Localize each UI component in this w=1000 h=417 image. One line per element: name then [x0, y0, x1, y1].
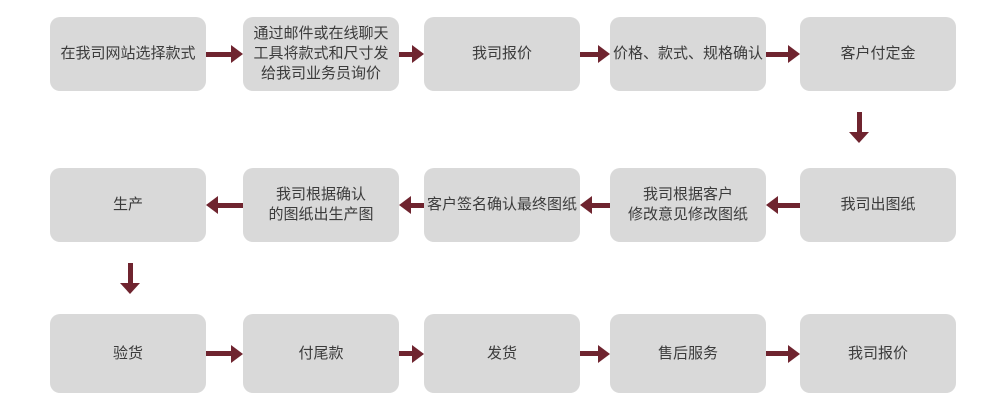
step-revise-drawing: 我司根据客户 修改意见修改图纸 [610, 168, 766, 242]
right-arrow-icon [766, 344, 800, 363]
step-confirm-price-style-spec: 价格、款式、规格确认 [610, 17, 766, 91]
right-arrow-icon [580, 344, 610, 363]
step-shipping: 发货 [424, 314, 580, 393]
right-arrow-icon [206, 344, 243, 363]
down-arrow-icon [117, 263, 143, 294]
step-send-inquiry: 通过邮件或在线聊天 工具将款式和尺寸发 给我司业务员询价 [243, 17, 399, 91]
step-issue-drawing: 我司出图纸 [800, 168, 956, 242]
flow-row-delivery: 验货 付尾款 发货 售后服务 我司报价 [0, 314, 1000, 393]
right-arrow-icon [399, 344, 424, 363]
left-arrow-icon [580, 196, 610, 214]
left-arrow-icon [206, 196, 243, 214]
left-arrow-icon [766, 196, 800, 214]
flow-row-drawings: 生产 我司根据确认 的图纸出生产图 客户签名确认最终图纸 我司根据客户 修改意见… [0, 168, 1000, 242]
right-arrow-icon [399, 45, 424, 63]
step-production: 生产 [50, 168, 206, 242]
step-sign-final-drawing: 客户签名确认最终图纸 [424, 168, 580, 242]
left-arrow-icon [399, 196, 424, 214]
right-arrow-icon [766, 45, 800, 63]
flow-row-inquiry: 在我司网站选择款式 通过邮件或在线聊天 工具将款式和尺寸发 给我司业务员询价 我… [0, 17, 1000, 91]
step-company-quote-end: 我司报价 [800, 314, 956, 393]
step-final-payment: 付尾款 [243, 314, 399, 393]
step-production-drawing: 我司根据确认 的图纸出生产图 [243, 168, 399, 242]
right-arrow-icon [206, 45, 243, 63]
step-choose-style: 在我司网站选择款式 [50, 17, 206, 91]
step-company-quote: 我司报价 [424, 17, 580, 91]
step-pay-deposit: 客户付定金 [800, 17, 956, 91]
step-inspection: 验货 [50, 314, 206, 393]
step-after-sales: 售后服务 [610, 314, 766, 393]
down-arrow-icon [846, 112, 872, 143]
right-arrow-icon [580, 45, 610, 63]
